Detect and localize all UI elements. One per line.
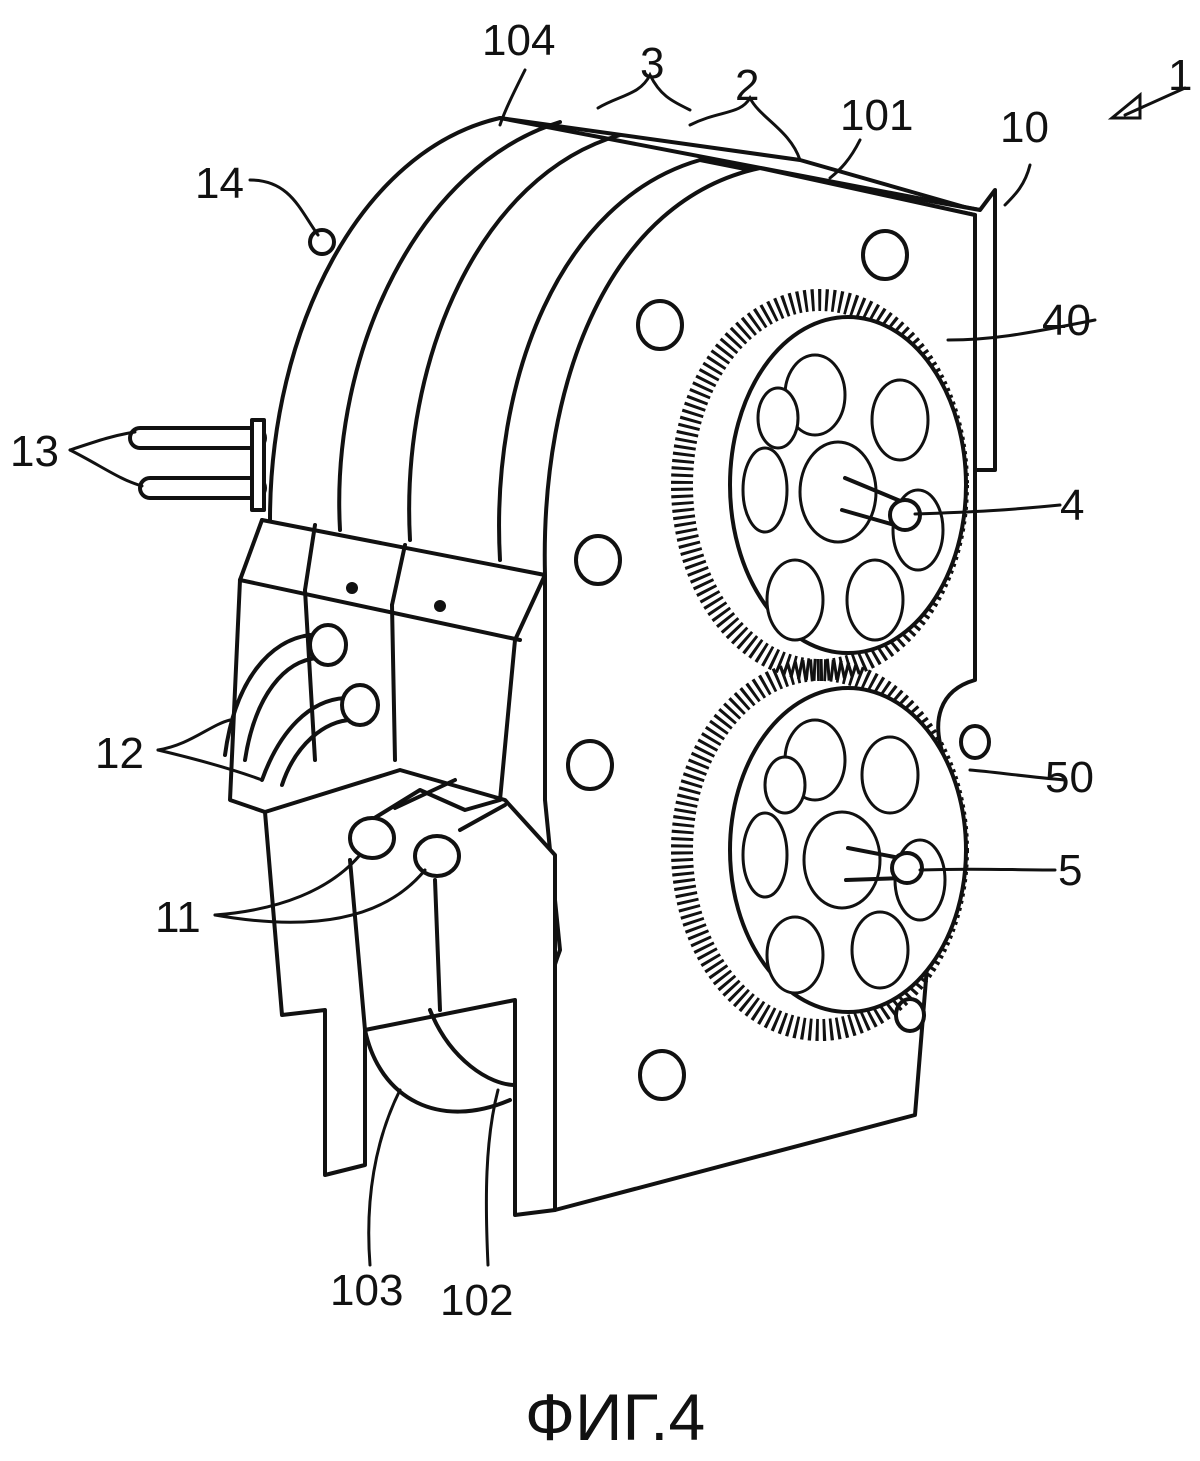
label-103: 103 — [330, 1266, 403, 1315]
front-plate-bolts — [566, 229, 991, 1101]
label-2: 2 — [735, 61, 759, 110]
label-12: 12 — [95, 729, 144, 778]
label-5: 5 — [1058, 846, 1082, 895]
label-40: 40 — [1042, 296, 1091, 345]
label-11: 11 — [155, 893, 201, 942]
label-10: 10 — [1000, 103, 1049, 152]
reference-labels: 1 10 101 104 3 2 14 13 40 4 12 50 5 11 1… — [10, 16, 1192, 1325]
label-1: 1 — [1168, 51, 1192, 100]
pipes-13 — [128, 418, 267, 512]
figure-caption: ФИГ.4 — [525, 1380, 705, 1454]
label-13: 13 — [10, 427, 59, 476]
upper-gear — [671, 289, 969, 681]
bolt-14 — [308, 228, 336, 256]
bottom-legs — [263, 768, 557, 1217]
label-50: 50 — [1045, 753, 1094, 802]
pipes-11 — [348, 778, 507, 878]
label-3: 3 — [640, 39, 664, 88]
hoses-12 — [223, 582, 446, 787]
label-101: 101 — [840, 91, 913, 140]
label-14: 14 — [195, 159, 244, 208]
label-104: 104 — [482, 16, 555, 65]
lower-gear — [671, 659, 969, 1041]
label-4: 4 — [1060, 481, 1084, 530]
label-102: 102 — [440, 1276, 513, 1325]
leader-lines — [68, 68, 1187, 1267]
